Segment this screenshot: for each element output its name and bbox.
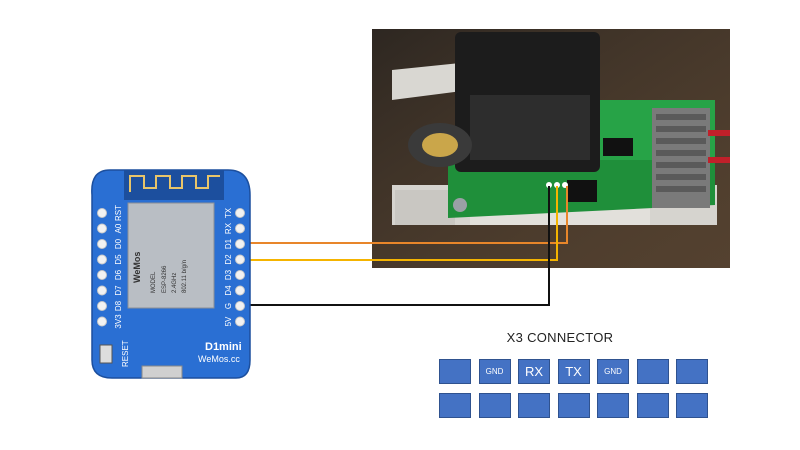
left-pin-label: A0 — [114, 223, 123, 233]
left-pin-pad — [97, 285, 107, 296]
orange-wire — [233, 186, 568, 244]
board-website: WeMos.cc — [198, 354, 240, 364]
black-wire — [233, 186, 550, 306]
right-pin-label: TX — [224, 207, 233, 218]
right-pin-label: RX — [224, 222, 233, 234]
right-pin-pad — [235, 254, 245, 265]
connector-cell: TX — [557, 359, 590, 384]
left-pin-pad — [97, 301, 107, 311]
connector-cell — [439, 393, 471, 418]
right-pin-pad — [235, 316, 245, 327]
left-pin-pad — [97, 316, 107, 327]
connector-cell — [676, 359, 708, 384]
connector-cell: RX — [518, 359, 550, 384]
left-pin-pad — [97, 254, 107, 265]
reset-label: RESET — [121, 340, 130, 367]
connector-cell — [557, 393, 590, 418]
module-line-1: ESP-8266 — [162, 265, 168, 293]
left-pin-label: D7 — [114, 285, 123, 296]
d1-mini-board: WeMos MODEL ESP-8266 2.4GHz 802.11 b/g/n… — [91, 169, 251, 379]
connector-cell — [478, 393, 511, 418]
connector-cell — [439, 359, 471, 384]
right-pin-pad — [235, 223, 245, 234]
yellow-wire — [233, 186, 558, 261]
left-pin-pad — [97, 270, 107, 280]
left-pin-label: D0 — [114, 238, 123, 249]
right-pin-pad — [235, 239, 245, 249]
module-model-label: MODEL — [151, 271, 157, 293]
left-pin-pad — [97, 239, 107, 249]
connector-title: X3 CONNECTOR — [506, 330, 614, 345]
right-pin-label: G — [224, 303, 233, 309]
right-pin-label: D2 — [224, 254, 233, 265]
module-line-2: 2.4GHz — [172, 273, 178, 293]
connector-cell — [636, 393, 669, 418]
left-pin-label: D8 — [114, 300, 123, 311]
right-pin-label: D3 — [224, 269, 233, 280]
right-pin-pad — [235, 270, 245, 280]
board-name: D1mini — [205, 341, 242, 353]
module-brand-text: WeMos — [132, 252, 142, 283]
left-pin-label: D6 — [114, 269, 123, 280]
connector-cell — [636, 359, 669, 384]
right-pin-pad — [235, 301, 245, 311]
right-pin-pad — [235, 208, 245, 218]
connector-cell — [597, 393, 629, 418]
left-pin-pad — [97, 223, 107, 234]
connector-cell: GND — [597, 359, 629, 384]
right-pin-pad — [235, 285, 245, 296]
device-photo — [372, 29, 730, 268]
connector-cell: GND — [478, 359, 511, 384]
right-pin-label: D4 — [224, 285, 233, 296]
x3-connector-grid: GND RX TX GND — [439, 359, 711, 419]
connector-cell — [518, 393, 550, 418]
right-pin-label: D1 — [224, 238, 233, 249]
left-pin-label: 3V3 — [114, 314, 123, 329]
module-line-3: 802.11 b/g/n — [182, 260, 188, 293]
left-pin-label: RST — [114, 205, 123, 221]
right-pin-label: 5V — [224, 316, 233, 326]
connector-cell — [676, 393, 708, 418]
left-pin-pad — [97, 208, 107, 218]
left-pin-label: D5 — [114, 254, 123, 265]
